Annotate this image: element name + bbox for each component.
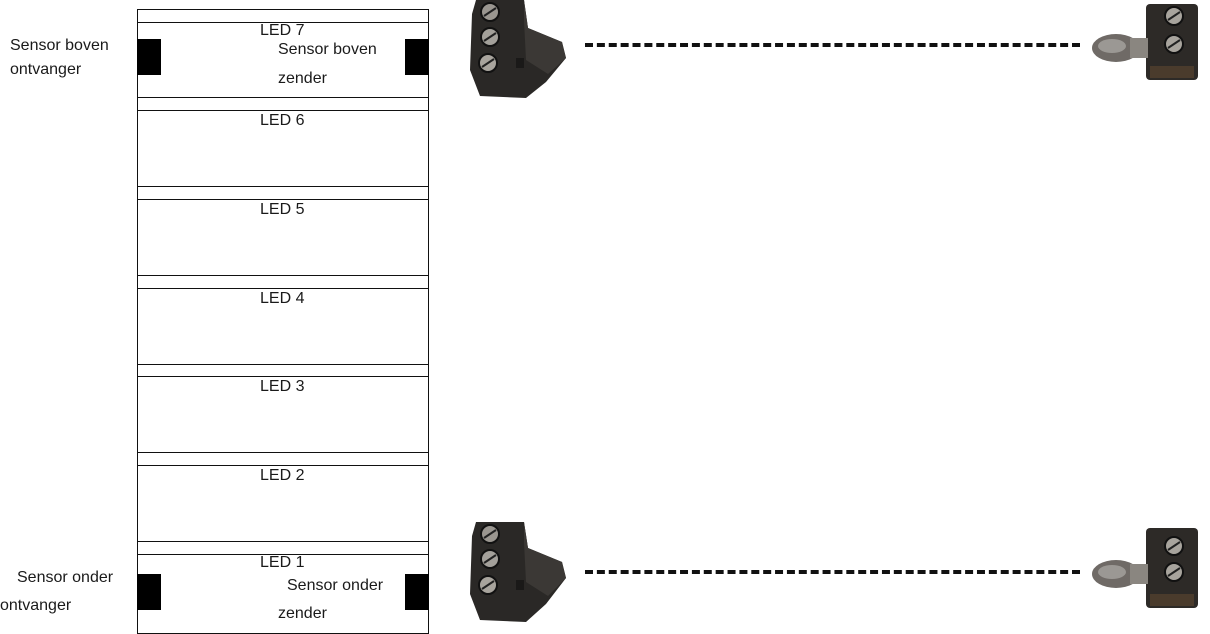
- label-line: Sensor boven: [278, 41, 377, 58]
- step-separator: [137, 97, 429, 111]
- sensor-bottom-receiver: [137, 574, 161, 610]
- label-line: Sensor boven: [10, 37, 109, 54]
- step-separator: [137, 186, 429, 200]
- step-separator: [137, 452, 429, 466]
- led3-label: LED 3: [260, 378, 305, 395]
- sensor-top-emitter: [405, 39, 429, 75]
- step-led6: [137, 110, 429, 187]
- led1-label: LED 1: [260, 554, 305, 571]
- ir-emitter-lamp-icon: [1092, 4, 1198, 80]
- step-separator: [137, 9, 429, 23]
- sensor-top-receiver: [137, 39, 161, 75]
- step-led7: [137, 22, 429, 98]
- step-led2: [137, 465, 429, 542]
- led4-label: LED 4: [260, 290, 305, 307]
- label-line: Sensor onder: [17, 569, 114, 586]
- step-separator: [137, 541, 429, 555]
- sensor-top-receiver-label: Sensor boven ontvanger: [10, 34, 109, 82]
- sensor-top-emitter-label: Sensor boven zender: [278, 38, 377, 91]
- label-line: zender: [278, 70, 327, 87]
- sensor-bottom-emitter-label: Sensor onder zender: [278, 574, 384, 626]
- step-led3: [137, 376, 429, 453]
- sensor-bottom-receiver-label: Sensor onder ontvanger: [0, 566, 114, 618]
- top-beam-dashed-line: [585, 43, 1080, 47]
- led2-label: LED 2: [260, 467, 305, 484]
- step-separator: [137, 275, 429, 289]
- label-line: Sensor onder: [287, 577, 384, 594]
- led6-label: LED 6: [260, 112, 305, 129]
- bottom-beam-dashed-line: [585, 570, 1080, 574]
- label-line: zender: [278, 605, 327, 622]
- label-line: ontvanger: [10, 61, 82, 78]
- label-line: ontvanger: [0, 597, 72, 614]
- led5-label: LED 5: [260, 201, 305, 218]
- ir-receiver-module-icon: [470, 0, 566, 98]
- ir-emitter-lamp-icon: [1092, 528, 1198, 608]
- sensor-bottom-emitter: [405, 574, 429, 610]
- led7-label: LED 7: [260, 22, 305, 39]
- ir-receiver-module-icon: [470, 522, 566, 622]
